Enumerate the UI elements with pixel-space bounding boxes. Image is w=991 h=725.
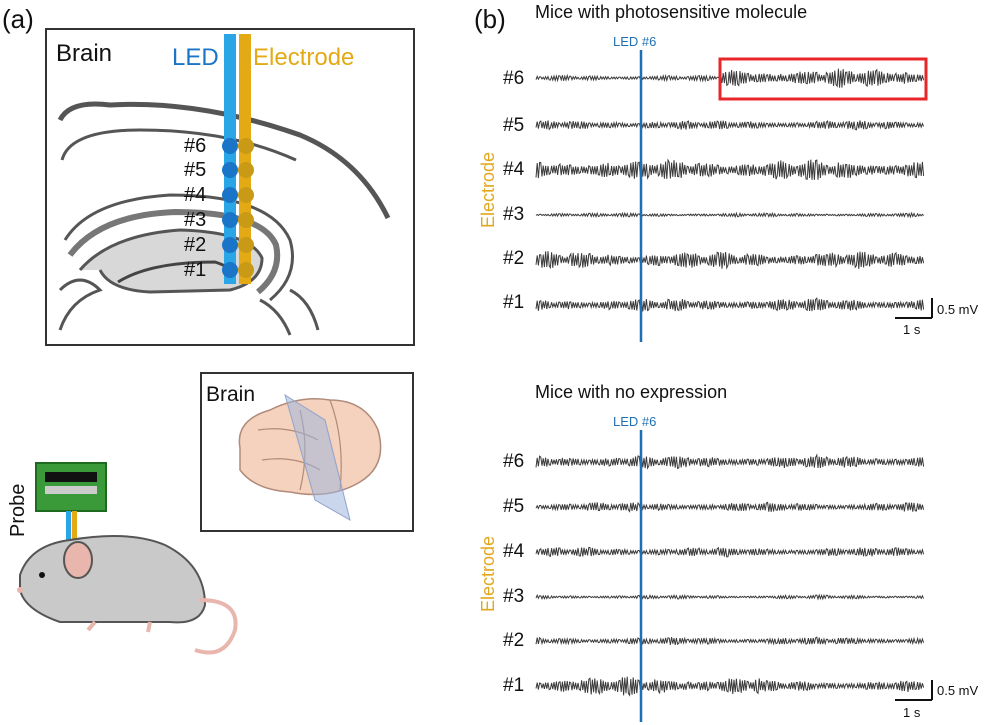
bottom-trace-label-5: #5 bbox=[503, 496, 525, 517]
led-label: LED bbox=[172, 44, 219, 71]
top-section-title: Mice with photosensitive molecule bbox=[535, 2, 808, 22]
bottom-trace-label-3: #3 bbox=[503, 586, 525, 607]
bottom-trace-4 bbox=[535, 546, 925, 558]
bottom-scale-amplitude: 0.5 mV bbox=[937, 683, 979, 698]
top-scale-time: 1 s bbox=[903, 322, 921, 337]
top-trace-5 bbox=[535, 119, 925, 131]
inset-brain-title: Brain bbox=[206, 383, 256, 406]
bottom-section-title: Mice with no expression bbox=[535, 382, 728, 402]
bottom-trace-label-1: #1 bbox=[503, 675, 525, 696]
top-trace-label-5: #5 bbox=[503, 115, 525, 136]
bottom-scale-time: 1 s bbox=[903, 705, 921, 720]
top-trace-label-4: #4 bbox=[503, 159, 525, 180]
panel-a-label: (a) bbox=[2, 4, 34, 34]
panel-b-label: (b) bbox=[474, 4, 506, 34]
bottom-trace-label-6: #6 bbox=[503, 451, 525, 472]
site-label-4: #4 bbox=[184, 184, 207, 206]
electrode-label: Electrode bbox=[253, 44, 355, 71]
bottom-trace-2 bbox=[535, 636, 925, 646]
site-label-5: #5 bbox=[184, 159, 207, 181]
site-label-1: #1 bbox=[184, 259, 207, 281]
top-trace-1 bbox=[535, 297, 925, 312]
bottom-trace-6 bbox=[535, 453, 925, 470]
highlight-box bbox=[718, 57, 928, 101]
top-led-marker-label: LED #6 bbox=[613, 34, 657, 49]
brain-title: Brain bbox=[56, 40, 113, 67]
bottom-led-marker-label: LED #6 bbox=[613, 414, 657, 429]
bottom-trace-5 bbox=[535, 501, 925, 513]
top-trace-4 bbox=[535, 158, 925, 180]
top-trace-6 bbox=[535, 68, 925, 88]
top-trace-label-3: #3 bbox=[503, 204, 525, 225]
site-label-3: #3 bbox=[184, 209, 207, 231]
bottom-trace-3 bbox=[535, 593, 925, 601]
top-trace-label-2: #2 bbox=[503, 248, 525, 269]
bottom-trace-1 bbox=[535, 676, 925, 697]
top-scale-amplitude: 0.5 mV bbox=[937, 302, 979, 317]
site-label-2: #2 bbox=[184, 234, 207, 256]
top-trace-2 bbox=[535, 251, 925, 270]
top-trace-label-6: #6 bbox=[503, 68, 525, 89]
top-trace-label-1: #1 bbox=[503, 292, 525, 313]
bottom-trace-label-4: #4 bbox=[503, 541, 525, 562]
top-trace-3 bbox=[535, 211, 924, 219]
site-label-6: #6 bbox=[184, 135, 207, 157]
bottom-trace-label-2: #2 bbox=[503, 630, 525, 651]
